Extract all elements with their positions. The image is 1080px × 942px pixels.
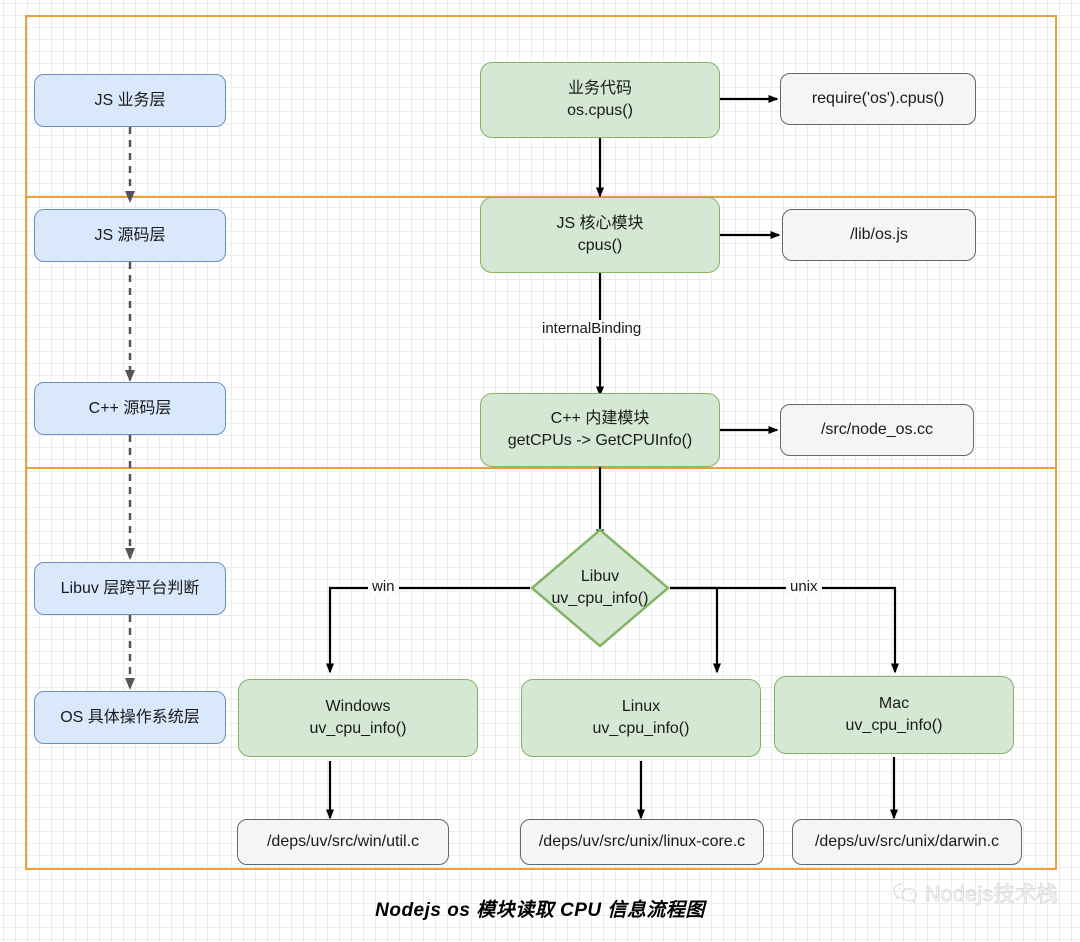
decision-line-1: Libuv — [580, 568, 620, 586]
layer-box-cpp-source[interactable]: C++ 源码层 — [34, 382, 226, 435]
wechat-icon — [893, 883, 918, 903]
process-line-1: Mac — [878, 695, 910, 713]
edge-label-win: win — [368, 578, 399, 595]
file-label: /lib/os.js — [850, 226, 908, 244]
process-line-1: Linux — [621, 698, 661, 716]
decision-label: Libuv uv_cpu_info() — [530, 528, 670, 648]
decision-line-2: uv_cpu_info() — [551, 590, 649, 607]
file-label: /deps/uv/src/unix/darwin.c — [814, 833, 1000, 851]
watermark-text: Nodejs技术栈 — [925, 883, 1058, 907]
edge-decision-to-mac — [670, 586, 899, 674]
edge-decision-to-windows — [326, 586, 530, 674]
layer-label: JS 业务层 — [94, 91, 166, 109]
process-line-1: 业务代码 — [567, 80, 632, 98]
process-line-1: C++ 内建模块 — [550, 410, 650, 428]
process-line-2: uv_cpu_info() — [845, 717, 943, 734]
process-line-2: cpus() — [577, 237, 623, 254]
page-title: Nodejs os 模块读取 CPU 信息流程图 — [375, 900, 705, 921]
process-line-2: uv_cpu_info() — [309, 720, 407, 737]
file-box-deps-darwin-c[interactable]: /deps/uv/src/unix/darwin.c — [792, 819, 1022, 865]
file-box-src-node-os-cc[interactable]: /src/node_os.cc — [780, 404, 974, 456]
file-label: /deps/uv/src/unix/linux-core.c — [538, 833, 746, 851]
process-box-linux[interactable]: Linux uv_cpu_info() — [521, 679, 761, 757]
process-box-cpp-builtin-module[interactable]: C++ 内建模块 getCPUs -> GetCPUInfo() — [480, 393, 720, 467]
edge-label-unix: unix — [786, 578, 822, 595]
layer-box-js-business[interactable]: JS 业务层 — [34, 74, 226, 127]
process-box-mac[interactable]: Mac uv_cpu_info() — [774, 676, 1014, 754]
process-box-js-core-module[interactable]: JS 核心模块 cpus() — [480, 197, 720, 273]
edge-decision-to-linux — [670, 586, 721, 674]
process-box-business-code[interactable]: 业务代码 os.cpus() — [480, 62, 720, 138]
file-label: /deps/uv/src/win/util.c — [266, 833, 420, 851]
layer-label: JS 源码层 — [94, 226, 166, 244]
lane-divider-2 — [25, 467, 1057, 469]
process-line-2: uv_cpu_info() — [592, 720, 690, 737]
file-box-require-os-cpus[interactable]: require('os').cpus() — [780, 73, 976, 125]
edge-label-internal-binding: internalBinding — [538, 320, 646, 337]
file-box-lib-os-js[interactable]: /lib/os.js — [782, 209, 976, 261]
process-line-1: JS 核心模块 — [556, 215, 644, 233]
watermark: Nodejs技术栈 — [893, 878, 1058, 908]
decision-diamond-libuv[interactable]: Libuv uv_cpu_info() — [530, 528, 670, 648]
layer-label: OS 具体操作系统层 — [60, 708, 200, 726]
process-line-2: getCPUs -> GetCPUInfo() — [507, 432, 693, 449]
file-box-deps-linux-core-c[interactable]: /deps/uv/src/unix/linux-core.c — [520, 819, 764, 865]
process-line-2: os.cpus() — [567, 102, 633, 119]
file-label: require('os').cpus() — [811, 90, 945, 108]
file-label: /src/node_os.cc — [820, 421, 934, 439]
layer-label: C++ 源码层 — [88, 399, 172, 417]
layer-box-js-source[interactable]: JS 源码层 — [34, 209, 226, 262]
layer-box-libuv-cross-platform[interactable]: Libuv 层跨平台判断 — [34, 562, 226, 615]
process-box-windows[interactable]: Windows uv_cpu_info() — [238, 679, 478, 757]
layer-label: Libuv 层跨平台判断 — [60, 579, 200, 597]
layer-box-os-concrete[interactable]: OS 具体操作系统层 — [34, 691, 226, 744]
file-box-deps-win-util-c[interactable]: /deps/uv/src/win/util.c — [237, 819, 449, 865]
diamond-shape-icon — [530, 528, 670, 648]
process-line-1: Windows — [325, 698, 391, 716]
